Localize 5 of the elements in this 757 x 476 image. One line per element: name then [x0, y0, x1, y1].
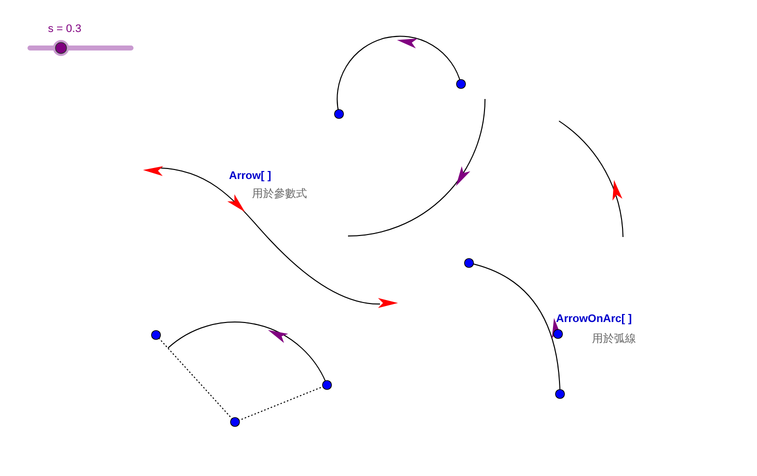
command-label: ArrowOnArc[ ] [556, 314, 632, 325]
command-label: Arrow[ ] [229, 171, 272, 182]
slider-value-label: s = 0.3 [48, 24, 82, 35]
note-text: 用於參數式 [252, 188, 307, 199]
note-text: 用於弧線 [592, 333, 636, 344]
